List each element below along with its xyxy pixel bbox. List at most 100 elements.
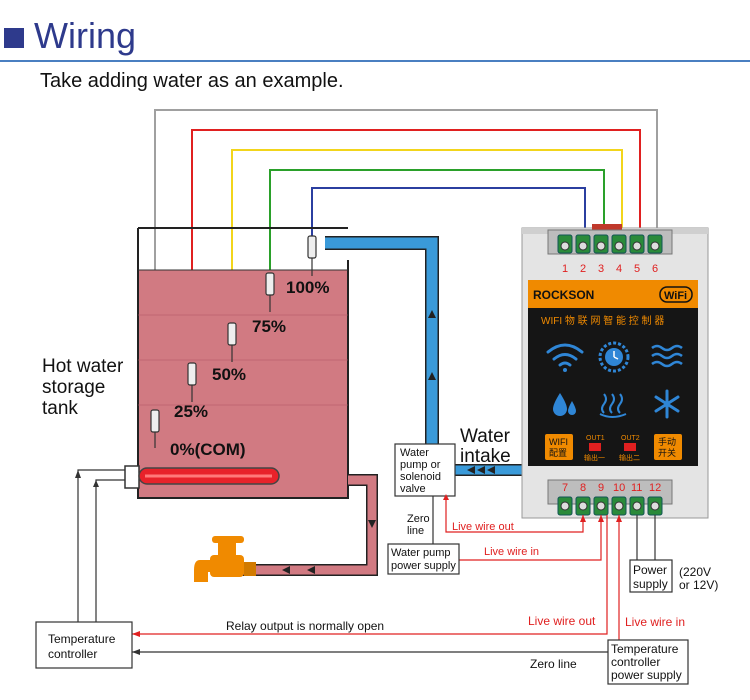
- storage-tank: 100% 75% 50% 25% 0%(COM): [124, 227, 349, 499]
- level-label-100: 100%: [286, 278, 329, 297]
- live-wire-in-bottom: Live wire in: [625, 615, 685, 629]
- pump-power-box: Water pump power supply: [387, 543, 460, 575]
- voltage-label-1: (220V: [679, 565, 711, 579]
- level-label-com: 0%(COM): [170, 440, 246, 459]
- brand-name: ROCKSON: [533, 288, 594, 302]
- live-wire-out-top: Live wire out: [452, 521, 514, 533]
- header-divider: [0, 60, 750, 62]
- wifi-config-label-2: 配置: [549, 448, 567, 458]
- level-label-50: 50%: [212, 365, 246, 384]
- probe-50: [227, 322, 237, 346]
- wifi-config-button[interactable]: [545, 434, 573, 460]
- probe-com: [150, 409, 160, 433]
- drain-pipe: [240, 474, 378, 576]
- temperature-controller-box: Temperature controller: [35, 621, 133, 669]
- tank-water: [138, 270, 348, 498]
- zero-line-bottom: Zero line: [530, 657, 577, 671]
- wifi-badge-label: WiFi: [664, 290, 687, 302]
- heating-icon: [599, 393, 627, 418]
- probe-75: [265, 272, 275, 296]
- pump-valve-box: Water pump or solenoid valve: [394, 443, 456, 497]
- pump-power-label-1: Water pump: [391, 547, 451, 559]
- power-wiring: [636, 515, 656, 560]
- terminal-num-4: 4: [616, 263, 622, 275]
- out1-sublabel: 输出一: [584, 453, 605, 462]
- power-supply-label-1: Power: [633, 563, 667, 577]
- clock-gear-icon: [598, 341, 630, 373]
- level-label-75: 75%: [252, 317, 286, 336]
- wifi-config-label-1: WIFI: [549, 437, 568, 447]
- level-probes: [150, 235, 317, 448]
- snowflake-icon: [654, 389, 680, 419]
- pump-label-1: Water: [400, 447, 429, 459]
- terminal-num-12: 12: [649, 482, 661, 494]
- din-clip: [592, 224, 622, 232]
- level-label-25: 25%: [174, 402, 208, 421]
- terminal-num-2: 2: [580, 263, 586, 275]
- controller-module: 1 2 3 4 5 6 ROCKSON WiFi WIFI 物 联 网 智 能 …: [521, 224, 709, 519]
- voltage-label-2: or 12V): [679, 578, 718, 592]
- water-waves-icon: [651, 344, 683, 368]
- terminal-num-8: 8: [580, 482, 586, 494]
- inlet-pipe: [325, 236, 522, 476]
- page-title: Wiring: [34, 15, 137, 56]
- page-subtitle: Take adding water as an example.: [40, 70, 344, 92]
- tank-outline: [137, 228, 349, 499]
- tank-label: Hot water storage tank: [42, 356, 124, 419]
- pump-label-4: valve: [400, 483, 426, 495]
- wire-75: [269, 169, 605, 278]
- zero-line-label-1: Zero: [407, 513, 430, 525]
- tank-label-line-1: Hot water: [42, 356, 124, 377]
- zero-line-label-2: line: [407, 525, 424, 537]
- temperature-wiring: [75, 469, 622, 655]
- manual-label-1: 手动: [658, 436, 676, 447]
- header-square-icon: [4, 28, 24, 48]
- temp-controller-label-1: Temperature: [48, 632, 116, 646]
- temp-power-label-1: Temperature: [611, 642, 679, 656]
- panel-subtitle: WIFI 物 联 网 智 能 控 制 器: [541, 314, 664, 327]
- live-wire-out-bottom: Live wire out: [528, 614, 596, 628]
- terminal-num-3: 3: [598, 263, 604, 275]
- pump-power-label-2: power supply: [391, 560, 456, 572]
- temp-controller-label-2: controller: [48, 647, 97, 661]
- pump-wiring: [432, 494, 604, 561]
- out2-indicator: [624, 443, 636, 451]
- manual-switch-button[interactable]: [654, 434, 682, 460]
- tank-label-line-2: storage: [42, 377, 105, 398]
- wire-25: [191, 129, 641, 370]
- pump-label-2: pump or: [400, 459, 441, 471]
- heater-plug: [124, 465, 140, 489]
- power-supply-box: Power supply: [629, 559, 673, 593]
- terminal-num-6: 6: [652, 263, 658, 275]
- terminal-num-11: 11: [631, 482, 642, 494]
- pump-label-3: solenoid: [400, 471, 441, 483]
- wifi-badge: [659, 286, 693, 303]
- water-intake-label-2: intake: [460, 446, 511, 467]
- terminal-num-5: 5: [634, 263, 640, 275]
- section-header: Wiring: [0, 0, 750, 64]
- terminal-num-7: 7: [562, 482, 568, 494]
- probe-25: [187, 362, 197, 386]
- wire-100: [311, 187, 586, 240]
- faucet-icon: [194, 536, 256, 582]
- terminal-num-1: 1: [562, 263, 568, 275]
- out2-sublabel: 输出二: [619, 453, 640, 462]
- out1-indicator: [589, 443, 601, 451]
- live-wire-in-top: Live wire in: [484, 546, 539, 558]
- power-supply-label-2: supply: [633, 577, 668, 591]
- water-intake-label-1: Water: [460, 426, 511, 447]
- tank-label-line-3: tank: [42, 398, 78, 419]
- temp-power-label-2: controller: [611, 655, 660, 669]
- probe-100: [307, 235, 317, 259]
- out2-label: OUT2: [621, 435, 640, 442]
- manual-label-2: 开关: [658, 447, 676, 458]
- relay-note: Relay output is normally open: [226, 619, 384, 633]
- terminal-num-10: 10: [613, 482, 625, 494]
- temp-power-label-3: power supply: [611, 668, 682, 682]
- wire-50: [231, 149, 623, 330]
- out1-label: OUT1: [586, 435, 605, 442]
- wifi-icon: [546, 343, 584, 372]
- water-drop-icon: [553, 393, 576, 416]
- bottom-terminal-block: [557, 496, 663, 516]
